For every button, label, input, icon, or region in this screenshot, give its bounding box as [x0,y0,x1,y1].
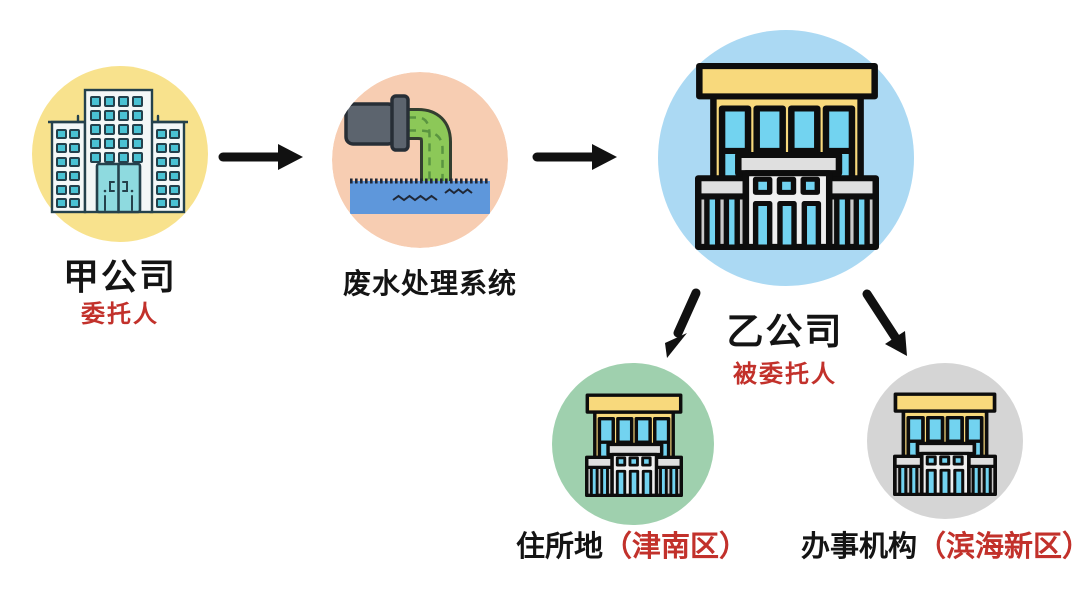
arrow-right-icon [532,144,617,170]
company-b-title: 乙公司 [726,311,844,352]
government-building-icon [585,393,683,497]
wastewater-discharge-icon [332,72,508,248]
company-a-title: 甲公司 [62,256,177,297]
agency-circle [867,363,1023,519]
residence-title: 住所地 [515,531,603,563]
arrow-right-icon [218,144,303,170]
company-a-role: 委托人 [81,301,159,328]
residence-label: 住所地（津南区） [500,531,764,564]
government-building-icon [893,392,997,496]
company-b-role: 被委托人 [733,361,837,388]
treatment-title: 废水处理系统 [342,268,517,299]
agency-region: （滨海新区） [917,531,1080,563]
residence-circle [552,363,714,525]
arrow-down-left-icon [665,288,701,358]
arrow-down-right-icon [862,289,907,356]
office-building-icon [48,88,188,214]
company-a-circle [32,66,208,242]
company-b-circle [658,30,914,286]
agency-label: 办事机构（滨海新区） [801,531,1080,564]
agency-title: 办事机构 [801,531,918,563]
government-building-icon [695,62,879,250]
residence-region: （津南区） [603,531,749,563]
